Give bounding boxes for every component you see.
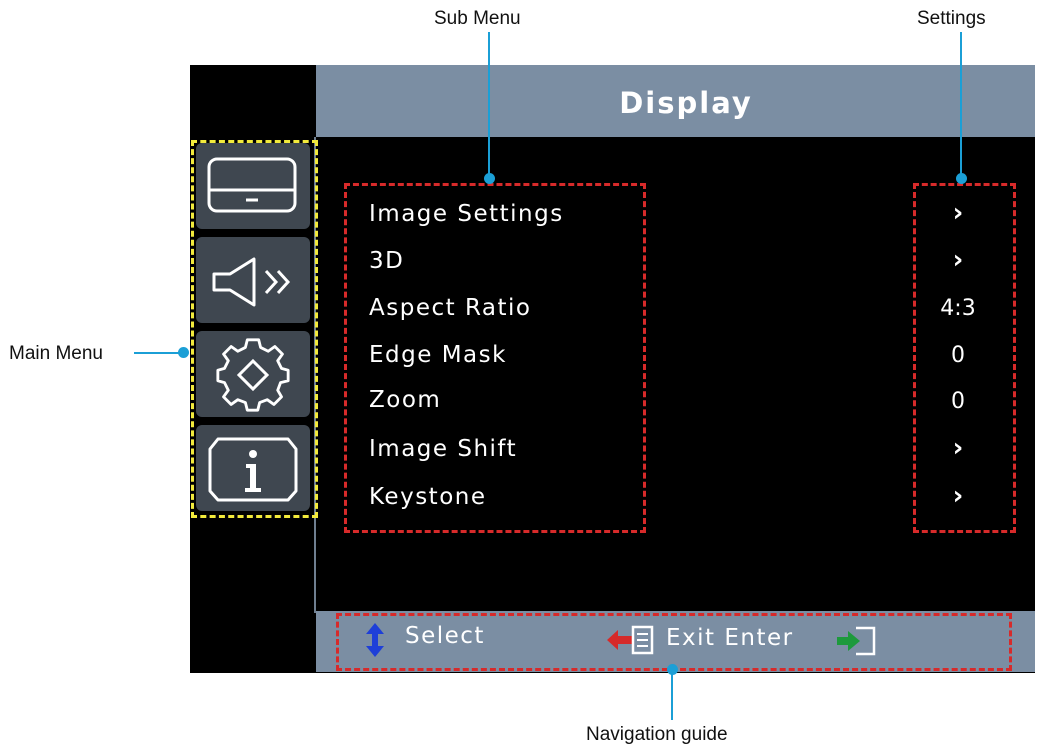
nav-exit-enter-label: Exit Enter xyxy=(666,625,794,651)
submenu-item-image-shift[interactable]: Image Shift xyxy=(369,436,518,462)
main-menu-outline xyxy=(191,140,318,518)
info-icon xyxy=(208,437,298,502)
osd-screen xyxy=(190,65,1035,673)
main-menu-leader-dot xyxy=(178,347,189,358)
settings-outline xyxy=(913,183,1016,533)
speaker-icon xyxy=(212,257,291,307)
settings-leader-line xyxy=(960,32,962,178)
navigation-bar xyxy=(316,611,1035,672)
settings-leader-dot xyxy=(956,173,967,184)
submenu-item-keystone[interactable]: Keystone xyxy=(369,484,487,510)
setting-zoom: 0 xyxy=(951,389,965,414)
gear-icon xyxy=(216,338,290,412)
setting-keystone: › xyxy=(952,481,964,511)
setting-edge-mask: 0 xyxy=(951,343,965,368)
enter-icon xyxy=(837,626,876,656)
select-arrow-icon xyxy=(366,623,384,657)
setting-aspect-ratio: 4:3 xyxy=(940,296,976,321)
main-menu-callout: Main Menu xyxy=(9,343,103,364)
navigation-guide-leader-line xyxy=(671,670,673,720)
sub-menu-leader-line xyxy=(488,32,490,178)
sub-menu-leader-dot xyxy=(484,173,495,184)
main-menu-audio[interactable] xyxy=(196,237,310,323)
sub-menu-callout: Sub Menu xyxy=(434,8,521,29)
submenu-item-aspect-ratio[interactable]: Aspect Ratio xyxy=(369,295,532,321)
navigation-guide-callout: Navigation guide xyxy=(586,724,728,745)
exit-icon xyxy=(607,625,654,655)
sub-menu-outline xyxy=(344,183,646,533)
setting-image-settings: › xyxy=(952,198,964,228)
navigation-guide-leader-dot xyxy=(667,664,678,675)
title-bar xyxy=(316,65,1035,137)
setting-image-shift: › xyxy=(952,433,964,463)
submenu-item-3d[interactable]: 3D xyxy=(369,248,405,274)
submenu-item-image-settings[interactable]: Image Settings xyxy=(369,201,564,227)
nav-select-label: Select xyxy=(405,623,485,649)
main-menu-leader-line xyxy=(134,352,184,354)
main-menu-display[interactable] xyxy=(196,143,310,229)
submenu-item-zoom[interactable]: Zoom xyxy=(369,387,442,413)
setting-3d: › xyxy=(952,245,964,275)
main-menu-info[interactable] xyxy=(196,425,310,511)
main-menu-setup[interactable] xyxy=(196,331,310,417)
settings-callout: Settings xyxy=(917,8,986,29)
display-icon xyxy=(207,157,297,213)
submenu-item-edge-mask[interactable]: Edge Mask xyxy=(369,342,507,368)
page-title: Display xyxy=(619,86,753,120)
